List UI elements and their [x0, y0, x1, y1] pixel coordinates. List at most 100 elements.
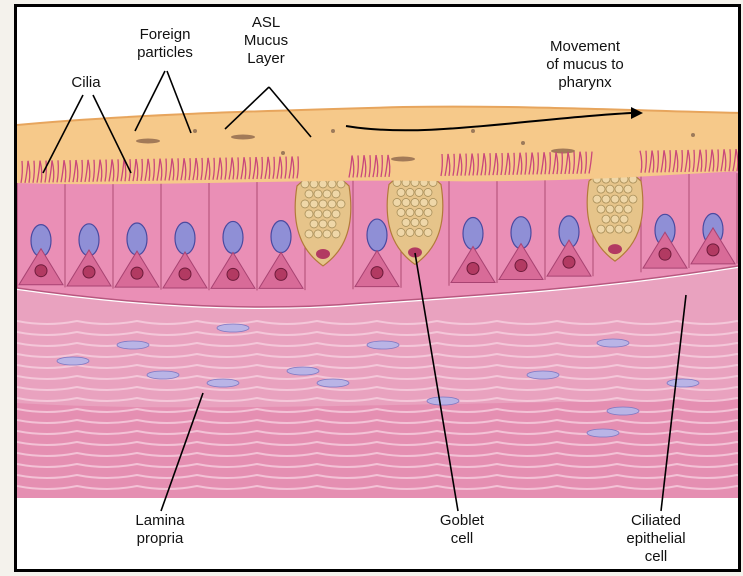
- fibroblast-nucleus: [147, 371, 179, 379]
- mucin-granule: [411, 198, 419, 206]
- mucin-granule: [393, 198, 401, 206]
- mucin-granule: [415, 228, 423, 236]
- mucin-granule: [611, 195, 619, 203]
- mucin-granule: [406, 188, 414, 196]
- basal-nucleus: [467, 262, 479, 274]
- particle: [193, 129, 197, 133]
- nucleus: [175, 222, 195, 254]
- mucin-granule: [314, 190, 322, 198]
- mucin-granule: [332, 190, 340, 198]
- mucin-granule: [319, 220, 327, 228]
- label-asl-line2: Mucus: [226, 32, 306, 50]
- mucin-granule: [597, 225, 605, 233]
- mucin-granule: [420, 198, 428, 206]
- fibroblast-nucleus: [587, 429, 619, 437]
- mucin-granule: [406, 208, 414, 216]
- fibroblast-nucleus: [427, 397, 459, 405]
- mucin-granule: [606, 205, 614, 213]
- mucin-granule: [337, 200, 345, 208]
- mucin-granule: [606, 225, 614, 233]
- mucin-granule: [332, 230, 340, 238]
- mucin-granule: [402, 198, 410, 206]
- label-asl-mucus-layer: ASL Mucus Layer: [226, 14, 306, 68]
- particle: [551, 149, 575, 154]
- mucin-granule: [624, 205, 632, 213]
- fibroblast-nucleus: [287, 367, 319, 375]
- nucleus: [223, 221, 243, 253]
- particle: [471, 129, 475, 133]
- label-cilia: Cilia: [56, 74, 116, 92]
- mucin-granule: [615, 205, 623, 213]
- fibroblast-nucleus: [57, 357, 89, 365]
- particle: [281, 151, 285, 155]
- label-foreign-particles-line2: particles: [118, 44, 212, 62]
- mucin-granule: [310, 200, 318, 208]
- mucin-granule: [424, 188, 432, 196]
- nucleus: [463, 217, 483, 249]
- label-goblet-line1: Goblet: [422, 512, 502, 530]
- mucin-granule: [597, 205, 605, 213]
- fibroblast-nucleus: [607, 407, 639, 415]
- mucin-granule: [397, 228, 405, 236]
- label-lamina-line1: Lamina: [120, 512, 200, 530]
- basal-nucleus: [131, 267, 143, 279]
- label-asl-line1: ASL: [226, 14, 306, 32]
- label-foreign-particles: Foreign particles: [118, 26, 212, 62]
- mucin-granule: [319, 180, 327, 188]
- mucin-granule: [402, 218, 410, 226]
- mucin-granule: [314, 210, 322, 218]
- label-lamina-line2: propria: [120, 530, 200, 548]
- mucin-granule: [624, 185, 632, 193]
- fibroblast-nucleus: [367, 341, 399, 349]
- goblet-nucleus: [608, 244, 622, 254]
- label-movement-of-mucus: Movement of mucus to pharynx: [520, 38, 650, 92]
- label-movement-line3: pharynx: [520, 74, 650, 92]
- nucleus: [367, 219, 387, 251]
- mucin-granule: [328, 220, 336, 228]
- basal-nucleus: [707, 244, 719, 256]
- fibroblast-nucleus: [667, 379, 699, 387]
- particle: [331, 129, 335, 133]
- mucin-granule: [411, 218, 419, 226]
- basal-nucleus: [227, 268, 239, 280]
- mucin-granule: [415, 208, 423, 216]
- mucin-granule: [305, 230, 313, 238]
- mucin-granule: [305, 210, 313, 218]
- mucin-granule: [305, 190, 313, 198]
- mucin-granule: [606, 185, 614, 193]
- particle: [136, 139, 160, 144]
- mucin-granule: [310, 220, 318, 228]
- mucin-granule: [429, 198, 437, 206]
- mucin-granule: [602, 215, 610, 223]
- mucin-granule: [615, 225, 623, 233]
- nucleus: [271, 221, 291, 253]
- label-movement-line2: of mucus to: [520, 56, 650, 74]
- mucin-granule: [328, 180, 336, 188]
- mucin-granule: [301, 200, 309, 208]
- goblet-nucleus: [316, 249, 330, 259]
- basal-nucleus: [371, 267, 383, 279]
- mucin-granule: [620, 195, 628, 203]
- mucin-granule: [323, 210, 331, 218]
- label-ciliated-line2: epithelial: [606, 530, 706, 548]
- fibroblast-nucleus: [527, 371, 559, 379]
- mucin-granule: [629, 195, 637, 203]
- label-goblet-cell: Goblet cell: [422, 512, 502, 548]
- fibroblast-nucleus: [597, 339, 629, 347]
- mucin-granule: [624, 225, 632, 233]
- basal-nucleus: [83, 266, 95, 278]
- mucin-granule: [593, 195, 601, 203]
- fibroblast-nucleus: [117, 341, 149, 349]
- mucin-granule: [314, 230, 322, 238]
- mucin-granule: [337, 180, 345, 188]
- mucin-granule: [323, 190, 331, 198]
- label-ciliated-line1: Ciliated: [606, 512, 706, 530]
- basal-nucleus: [35, 265, 47, 277]
- mucin-granule: [597, 185, 605, 193]
- fibroblast-nucleus: [217, 324, 249, 332]
- mucin-granule: [323, 230, 331, 238]
- label-movement-line1: Movement: [520, 38, 650, 56]
- mucin-granule: [397, 208, 405, 216]
- mucin-granule: [611, 215, 619, 223]
